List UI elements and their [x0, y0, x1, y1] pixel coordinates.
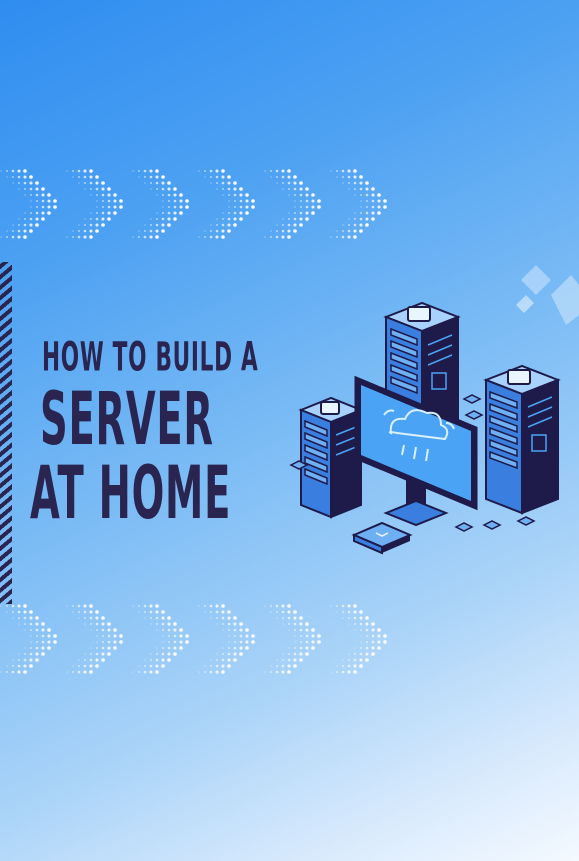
cloud-icon: [383, 409, 455, 462]
top-chevron-pattern: [0, 165, 420, 245]
chevron-arrow-icon: [330, 604, 387, 674]
title-line-3: AT HOME: [30, 452, 232, 536]
small-drive-icon: [289, 394, 536, 532]
bottom-chevron-pattern: [0, 600, 420, 680]
chevron-arrow-icon: [0, 169, 57, 239]
router-device-icon: [351, 521, 413, 555]
chevron-arrow-icon: [132, 169, 189, 239]
tower-left-icon: [298, 396, 364, 519]
chevron-arrow-icon: [66, 169, 123, 239]
chevron-arrow-icon: [66, 604, 123, 674]
chevron-arrow-icon: [0, 604, 57, 674]
monitor-icon: [354, 375, 478, 527]
chevron-arrow-icon: [264, 169, 321, 239]
decor-diamond: [521, 265, 551, 295]
tower-right-icon: [483, 364, 561, 515]
decor-diamond-small: [516, 295, 534, 313]
title-line-2: SERVER: [40, 378, 214, 462]
diagonal-stripe-accent: [0, 262, 12, 604]
chevron-arrow-icon: [198, 604, 255, 674]
title-line-1: HOW TO BUILD A: [42, 334, 259, 382]
chevron-arrow-icon: [132, 604, 189, 674]
chevron-arrow-icon: [264, 604, 321, 674]
decor-shard: [551, 275, 579, 325]
chevron-arrow-icon: [198, 169, 255, 239]
server-illustration: [286, 255, 579, 565]
chevron-arrow-icon: [330, 169, 387, 239]
